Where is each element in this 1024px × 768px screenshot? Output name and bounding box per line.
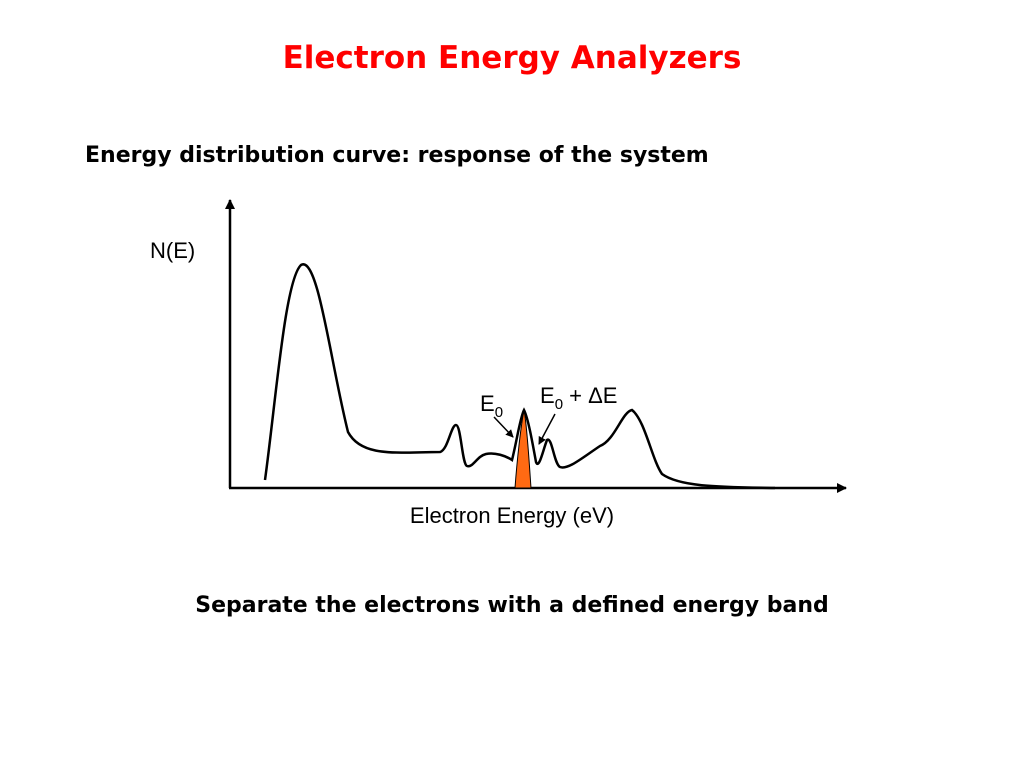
slide-subtitle: Energy distribution curve: response of t… — [85, 143, 709, 168]
e0-pointer-arrow — [493, 416, 514, 438]
e0-delta-suffix: + ΔE — [563, 383, 617, 408]
e0-label: E0 — [480, 391, 503, 421]
slide-title: Electron Energy Analyzers — [282, 40, 742, 76]
x-axis-label: Electron Energy (eV) — [410, 503, 614, 528]
e0-delta-pointer-arrow — [538, 413, 556, 445]
energy-distribution-curve — [263, 263, 776, 490]
e0-delta-subscript: 0 — [555, 396, 563, 413]
e0-base: E — [480, 391, 495, 416]
e0-delta-base: E — [540, 383, 555, 408]
y-axis-label: N(E) — [150, 238, 195, 263]
slide-caption: Separate the electrons with a defined en… — [195, 593, 829, 618]
e0-delta-label: E0 + ΔE — [540, 383, 617, 413]
e0-subscript: 0 — [495, 404, 503, 421]
